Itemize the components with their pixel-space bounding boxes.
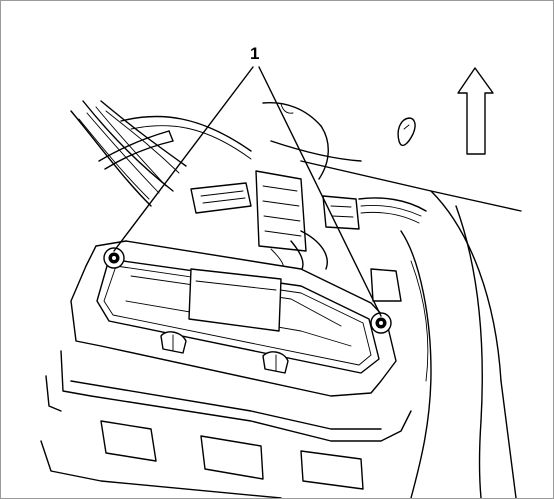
electrical-connectors [190,170,427,274]
callout-leaders [113,66,382,317]
up-arrow-icon [457,67,494,155]
module-bracket [40,240,412,498]
dash-panel-background [262,102,522,498]
fastener-right [370,312,392,334]
clip-slot [397,117,416,146]
wire-harness [70,100,252,207]
callout-label-1: 1 [250,44,259,63]
fastener-left [103,247,125,269]
